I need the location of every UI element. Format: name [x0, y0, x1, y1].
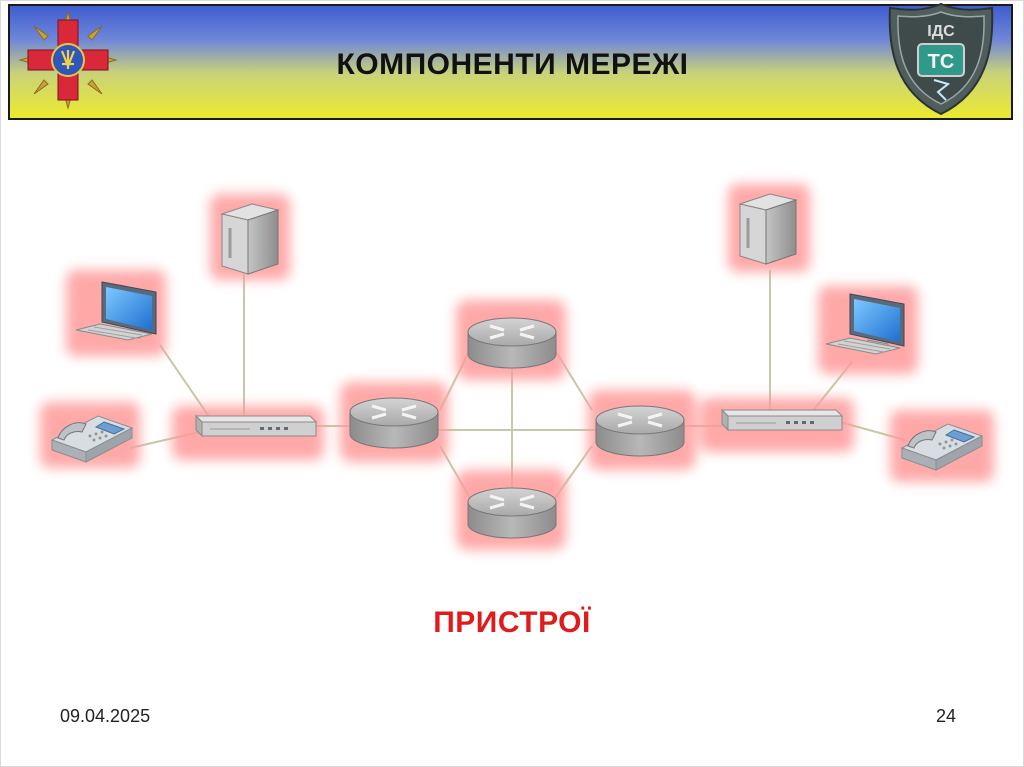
page-number: 24 [936, 706, 957, 726]
shield-emblem-icon: ІДС ТС [888, 2, 994, 116]
phone-icon [900, 423, 984, 471]
computer-icon [825, 293, 905, 355]
router-icon [467, 487, 557, 539]
phone-icon [50, 415, 134, 463]
header-banner: КОМПОНЕНТИ МЕРЕЖІ [8, 4, 1013, 120]
page-title: КОМПОНЕНТИ МЕРЕЖІ [336, 48, 689, 81]
shield-text-top: ІДС [927, 23, 955, 40]
footer-date: 09.04.2025 [60, 706, 151, 726]
shield-text-mid: ТС [928, 51, 955, 73]
computer-icon [75, 281, 157, 341]
devices-caption: ПРИСТРОЇ [433, 606, 591, 639]
armed-forces-emblem-icon [18, 10, 118, 110]
switch-icon [194, 414, 318, 438]
router-icon [595, 405, 685, 457]
server-icon [220, 203, 280, 275]
router-icon [349, 397, 439, 449]
switch-icon [720, 408, 844, 432]
router-icon [467, 317, 557, 369]
link-pc-left-switch [159, 344, 211, 419]
server-icon [738, 193, 798, 265]
network-diagram [40, 184, 994, 550]
